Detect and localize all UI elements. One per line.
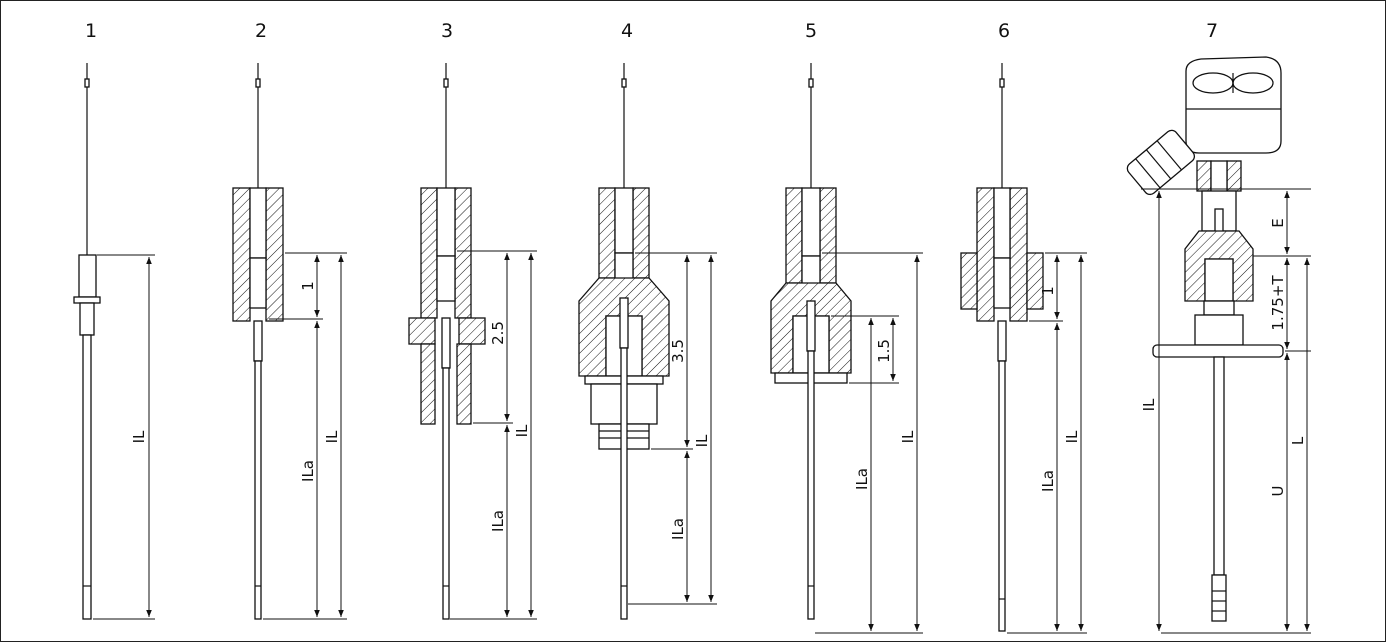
variant-number-6: 6 bbox=[998, 20, 1010, 42]
dim-label-1-75-t: 1.75+T bbox=[1269, 275, 1287, 331]
dim-label-ila: ILa bbox=[1039, 470, 1057, 492]
variant-7-drawing: IL E 1.75+T U L bbox=[1126, 56, 1311, 634]
dim-label-1: 1 bbox=[299, 281, 317, 291]
dim-label-1: 1 bbox=[1039, 286, 1057, 296]
transmitter-housing bbox=[1185, 56, 1282, 154]
dim-label-ila: ILa bbox=[299, 460, 317, 482]
dim-label-ila: ILa bbox=[669, 518, 687, 540]
variant-2-drawing: 1 ILa IL bbox=[232, 63, 347, 620]
variant-number-2: 2 bbox=[255, 20, 267, 42]
dim-label-l: L bbox=[1289, 436, 1307, 445]
variant-number-4: 4 bbox=[621, 20, 633, 42]
dim-label-3-5: 3.5 bbox=[669, 339, 687, 363]
cable-gland bbox=[1126, 129, 1196, 196]
variant-number-3: 3 bbox=[441, 20, 453, 42]
dim-label-il: IL bbox=[899, 430, 917, 443]
variant-3-drawing: 2.5 ILa IL bbox=[408, 63, 537, 620]
variant-number-7: 7 bbox=[1206, 20, 1218, 42]
dim-label-il: IL bbox=[130, 430, 148, 443]
dim-label-u: U bbox=[1269, 486, 1287, 497]
variant-1-drawing: IL bbox=[73, 63, 155, 620]
dim-label-il: IL bbox=[323, 430, 341, 443]
dim-label-il: IL bbox=[513, 424, 531, 437]
variant-4-drawing: 3.5 ILa IL bbox=[578, 63, 717, 620]
dim-label-il: IL bbox=[693, 434, 711, 447]
dim-label-1-5: 1.5 bbox=[875, 339, 893, 363]
variant-6-drawing: 1 ILa IL bbox=[960, 63, 1087, 634]
variant-5-drawing: 1.5 ILa IL bbox=[770, 63, 923, 634]
dim-label-il: IL bbox=[1063, 430, 1081, 443]
variant-number-1: 1 bbox=[85, 20, 97, 42]
variant-number-5: 5 bbox=[805, 20, 817, 42]
dim-label-ila: ILa bbox=[853, 468, 871, 490]
dim-label-il: IL bbox=[1140, 398, 1158, 411]
dim-label-2-5: 2.5 bbox=[489, 321, 507, 345]
dim-label-ila: ILa bbox=[489, 510, 507, 532]
dim-label-e: E bbox=[1269, 218, 1287, 227]
